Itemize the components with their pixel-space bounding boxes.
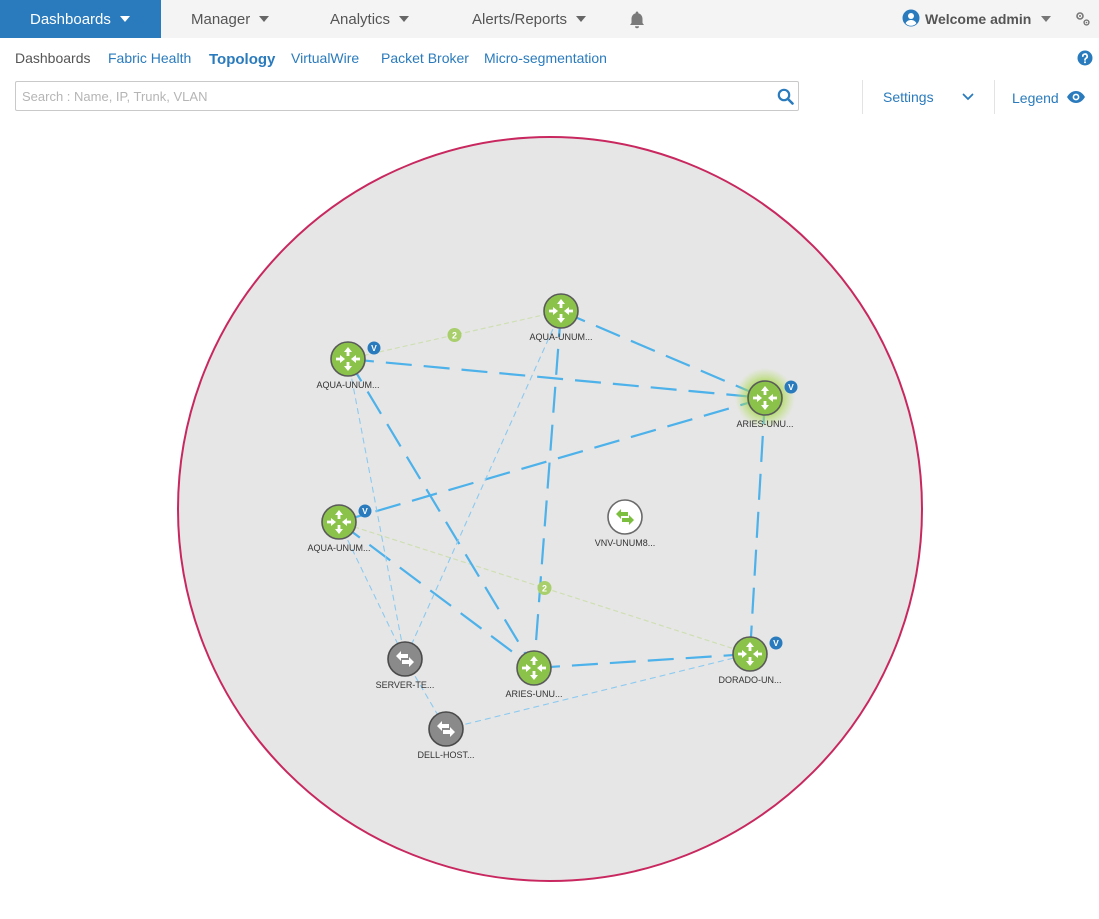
node-label: AQUA-UNUM... [317, 380, 380, 390]
svg-text:V: V [371, 343, 377, 353]
node-vnv[interactable]: VNV-UNUM8... [595, 499, 656, 548]
svg-text:V: V [788, 382, 794, 392]
virtual-badge: V [769, 636, 783, 650]
toolbar-divider [994, 80, 995, 114]
sub-nav-tabs: Dashboards Fabric Health Topology Virtua… [0, 38, 1099, 78]
link-count-badge[interactable]: 2 [537, 581, 552, 595]
nav-dashboards-label: Dashboards [30, 10, 111, 28]
search-input[interactable] [16, 82, 766, 110]
node-aries2[interactable]: ARIES-UNU... [505, 650, 563, 699]
help-icon[interactable] [1077, 50, 1093, 71]
virtual-badge: V [784, 380, 798, 394]
bell-icon[interactable] [627, 10, 647, 35]
link-count-badge[interactable]: 2 [447, 328, 462, 342]
search-icon[interactable] [777, 88, 794, 110]
link-aqua2-aries1[interactable] [560, 309, 766, 400]
svg-text:2: 2 [452, 330, 457, 340]
link-aqua3-dorado[interactable] [338, 521, 751, 655]
svg-text:V: V [362, 506, 368, 516]
node-aries1[interactable]: V ARIES-UNU... [735, 368, 798, 429]
settings-button[interactable]: Settings [883, 89, 934, 105]
node-label: AQUA-UNUM... [530, 332, 593, 342]
link-dell-dorado[interactable] [445, 653, 751, 730]
toolbar-divider [862, 80, 863, 114]
svg-text:2: 2 [542, 583, 547, 593]
nav-alerts-reports[interactable]: Alerts/Reports [472, 0, 587, 38]
node-aqua2[interactable]: AQUA-UNUM... [530, 293, 593, 342]
top-nav-bar: Dashboards Manager Analytics Alerts/Repo… [0, 0, 1099, 38]
link-aqua1-aries1[interactable] [347, 357, 766, 400]
link-aqua1-server[interactable] [347, 358, 406, 660]
node-label: ARIES-UNU... [736, 419, 793, 429]
node-label: ARIES-UNU... [505, 689, 562, 699]
user-avatar-icon [902, 9, 920, 30]
tab-topology[interactable]: Topology [209, 51, 276, 68]
node-label: SERVER-TE... [376, 680, 435, 690]
caret-down-icon [259, 16, 270, 22]
link-aries1-dorado[interactable] [748, 397, 767, 655]
virtual-badge: V [358, 504, 372, 518]
caret-down-icon [576, 16, 587, 22]
nav-manager[interactable]: Manager [191, 0, 270, 38]
tab-fabric-health[interactable]: Fabric Health [108, 50, 192, 66]
virtual-badge: V [367, 341, 381, 355]
node-dell[interactable]: DELL-HOST... [417, 711, 475, 760]
link-aqua2-aries2[interactable] [532, 310, 563, 669]
search-bar [15, 81, 799, 111]
tab-micro-segmentation[interactable]: Micro-segmentation [484, 50, 607, 66]
node-server[interactable]: SERVER-TE... [376, 641, 435, 690]
node-label: AQUA-UNUM... [308, 543, 371, 553]
link-aqua2-server[interactable] [404, 310, 562, 660]
nodes-layer: V AQUA-UNUM... AQUA-UNUM... V ARIES-UNU... V A… [308, 293, 798, 760]
nav-analytics-label: Analytics [330, 10, 391, 28]
caret-down-icon [399, 16, 410, 22]
link-aqua3-aries1[interactable] [338, 396, 766, 524]
caret-down-icon [119, 16, 130, 22]
caret-down-icon [1041, 16, 1052, 22]
nav-manager-label: Manager [191, 10, 251, 28]
nav-dashboards[interactable]: Dashboards [0, 0, 161, 38]
node-aqua3[interactable]: V AQUA-UNUM... [308, 504, 372, 554]
eye-icon[interactable] [1066, 89, 1086, 110]
link-aries2-dorado[interactable] [533, 652, 751, 670]
node-dorado[interactable]: V DORADO-UN... [719, 636, 783, 686]
node-label: DELL-HOST... [417, 750, 474, 760]
link-badges-layer: 22 [447, 328, 552, 595]
legend-button[interactable]: Legend [1012, 90, 1059, 106]
node-label: DORADO-UN... [719, 675, 782, 685]
nav-alerts-reports-label: Alerts/Reports [472, 10, 568, 28]
tab-packet-broker[interactable]: Packet Broker [381, 50, 469, 66]
user-menu[interactable]: Welcome admin [902, 0, 1052, 38]
gears-icon[interactable] [1075, 11, 1091, 32]
nav-analytics[interactable]: Analytics [330, 0, 410, 38]
fabric-cluster-circle [177, 136, 923, 882]
link-aqua1-aries2[interactable] [347, 358, 535, 669]
node-aqua1[interactable]: V AQUA-UNUM... [317, 341, 381, 391]
chevron-down-icon[interactable] [962, 90, 974, 108]
welcome-label: Welcome admin [925, 11, 1032, 27]
tab-dashboards[interactable]: Dashboards [15, 50, 91, 66]
svg-text:V: V [773, 638, 779, 648]
node-label: VNV-UNUM8... [595, 538, 656, 548]
tab-virtualwire[interactable]: VirtualWire [291, 50, 360, 66]
